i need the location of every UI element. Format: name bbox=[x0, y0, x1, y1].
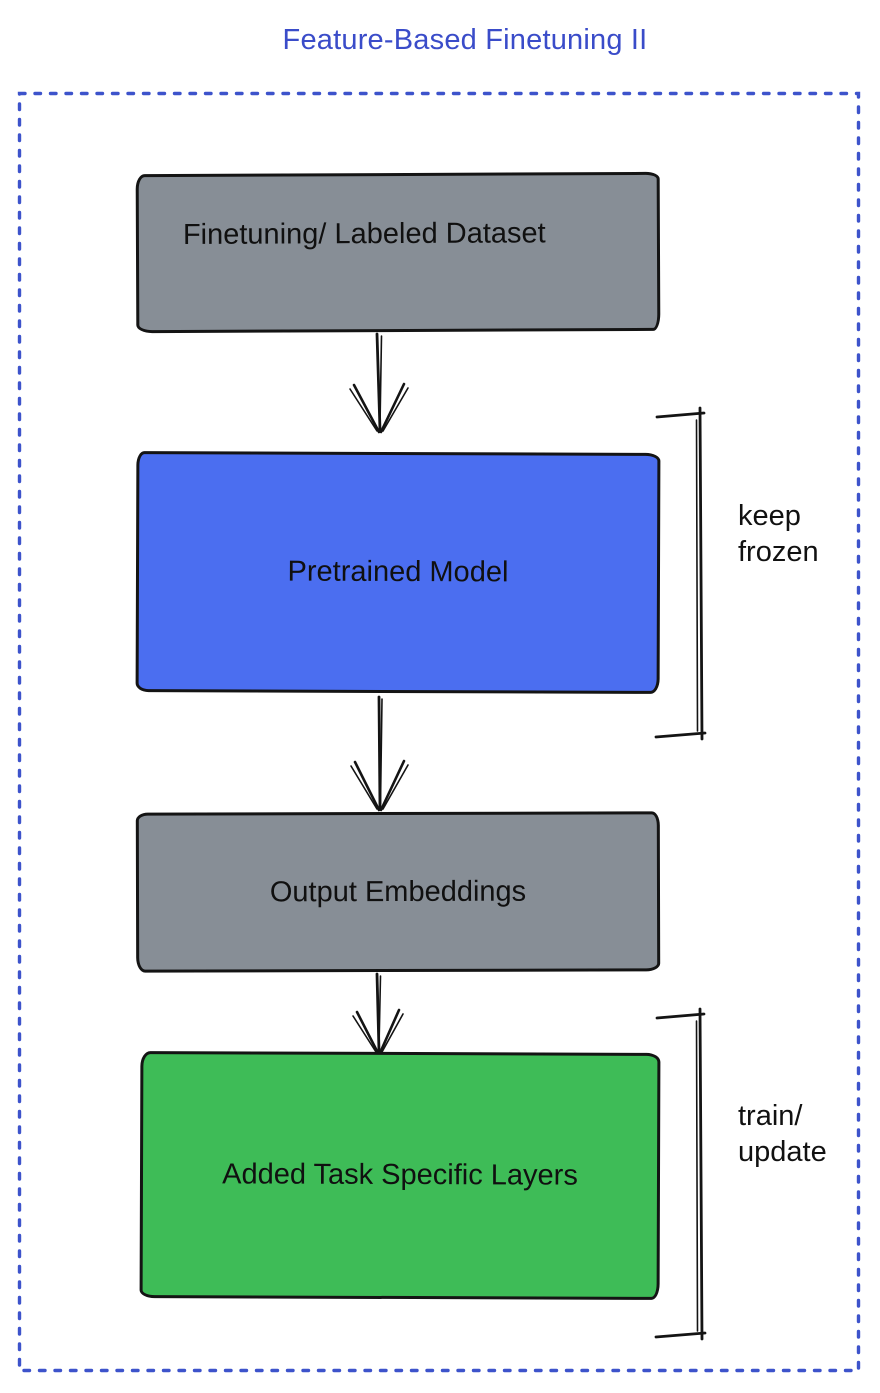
node-output-embeddings: Output Embeddings bbox=[135, 811, 661, 973]
node-label: Pretrained Model bbox=[287, 555, 509, 589]
node-label: Added Task Specific Layers bbox=[222, 1158, 578, 1192]
diagram-title: Feature-Based Finetuning II bbox=[282, 24, 648, 56]
arrow-down-icon bbox=[352, 972, 404, 1055]
keep-frozen-label: keep frozen bbox=[738, 500, 819, 569]
train-update-label: train/ update bbox=[738, 1100, 827, 1169]
node-label: Finetuning/ Labeled Dataset bbox=[182, 217, 546, 251]
node-pretrained-model: Pretrained Model bbox=[135, 451, 661, 694]
bracket-keep-frozen-icon bbox=[654, 406, 707, 741]
arrow-down-icon bbox=[349, 332, 409, 434]
bracket-train-update-icon bbox=[654, 1007, 707, 1341]
node-label: Output Embeddings bbox=[269, 875, 527, 908]
node-finetuning-labeled-dataset: Finetuning/ Labeled Dataset bbox=[135, 171, 661, 334]
node-added-task-specific-layers: Added Task Specific Layers bbox=[139, 1051, 661, 1300]
arrow-down-icon bbox=[350, 695, 409, 812]
